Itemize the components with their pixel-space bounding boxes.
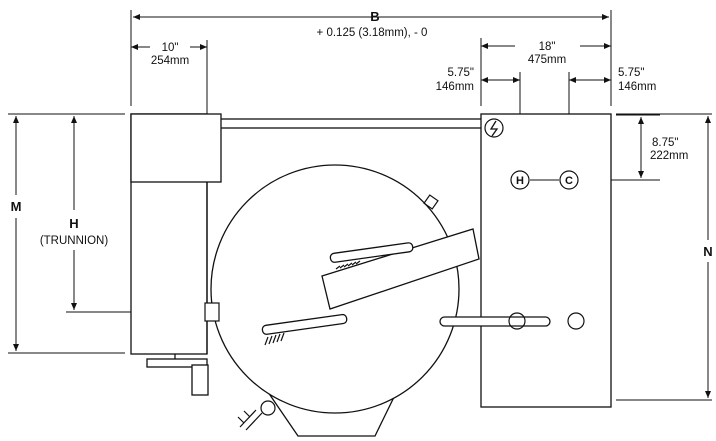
marker-c-circle: [559, 170, 579, 190]
dim-575-left-in: 5.75": [448, 67, 474, 79]
electrical-hazard-icon: [484, 118, 504, 138]
bottom-foot-post: [191, 364, 209, 396]
arm-handle-bottom: [261, 313, 348, 335]
dim-m-letter: M: [11, 199, 22, 214]
dim-575-left-mm: 146mm: [436, 81, 474, 93]
right-knob-1: [508, 312, 526, 330]
top-valve: [423, 194, 439, 210]
bottom-foot-plate: [146, 358, 208, 368]
marker-h-label: H: [516, 175, 524, 187]
top-frame-bar: [204, 118, 486, 129]
dim-b-tolerance: + 0.125 (3.18mm), - 0: [317, 27, 428, 39]
arm-handle-top: [329, 242, 414, 263]
right-knob-2: [567, 312, 585, 330]
right-housing: [480, 113, 612, 408]
pour-lip-arm: [321, 228, 480, 310]
dim-875-mm: 222mm: [650, 150, 688, 162]
handle-coil-bottom: [264, 332, 285, 346]
dim-575-right-in: 5.75": [618, 67, 644, 79]
lightning-bolt-icon: [489, 120, 499, 137]
drain-pipe: [237, 409, 263, 431]
left-column-top-block: [130, 113, 222, 183]
handle-coil-top: [335, 260, 361, 270]
dim-h-sub: (TRUNNION): [40, 235, 109, 247]
dim-h-letter: H: [69, 216, 78, 231]
dim-18-mm: 475mm: [528, 54, 566, 66]
marker-c-label: C: [565, 175, 573, 187]
marker-h-circle: [510, 170, 530, 190]
dim-18-in: 18": [539, 41, 556, 53]
drain-valve: [260, 400, 276, 416]
right-crossbar: [439, 316, 551, 327]
dim-10-in: 10": [162, 42, 179, 54]
trunnion-pivot-left: [204, 302, 220, 322]
dim-575-right-mm: 146mm: [618, 81, 656, 93]
dim-b-letter: B: [370, 9, 379, 24]
dim-n-letter: N: [703, 244, 712, 259]
dim-875-in: 8.75": [652, 137, 678, 149]
dim-10-mm: 254mm: [151, 55, 189, 67]
